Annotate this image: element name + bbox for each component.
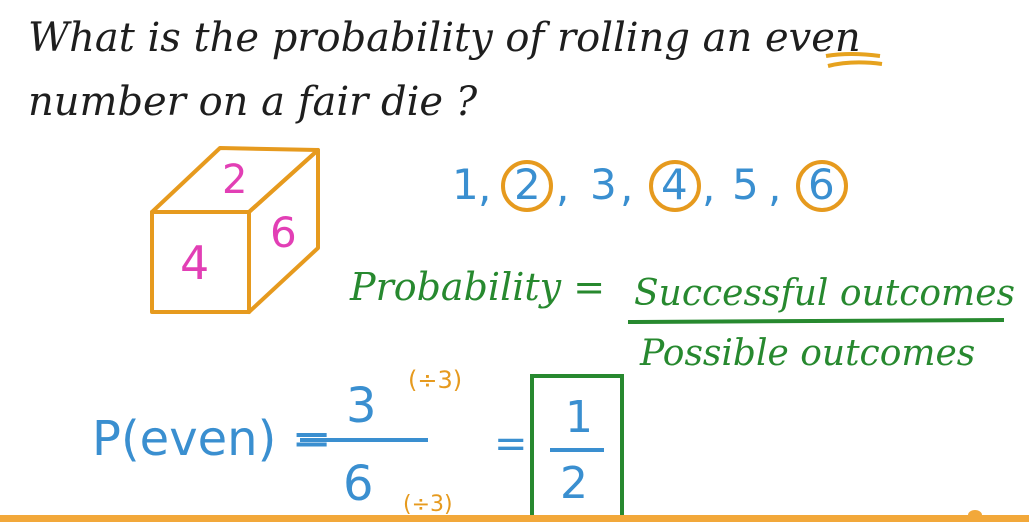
die-front-number: 4 [180,236,210,290]
die-side-face [247,148,320,314]
calc-numerator: 3 [346,378,377,434]
comma: , [702,162,716,211]
circle-6 [796,160,848,212]
calc-equals: = [494,421,528,467]
outcome-3: 3 [590,160,617,209]
outcome-4: 4 [661,160,688,209]
formula-lhs: Probability = [350,265,606,309]
formula-numerator: Successful outcomes [634,273,1015,314]
bottom-bar [0,515,1029,522]
die-cube [150,146,320,314]
die-top-number: 2 [222,157,248,203]
comma: , [478,162,492,211]
comma: , [768,162,782,211]
comma: , [620,162,634,211]
simplify-top: (÷3) [408,366,463,394]
outcome-2: 2 [514,160,541,209]
formula-denominator: Possible outcomes [640,333,976,374]
question-line-2: number on a fair die ? [28,79,478,125]
question-line-1: What is the probability of rolling an ev… [28,15,861,61]
result-denominator: 2 [560,458,588,509]
outcome-6: 6 [808,160,835,209]
result-numerator: 1 [565,392,593,443]
calc-denominator: 6 [343,456,374,512]
outcome-5: 5 [732,160,759,209]
calc-lhs: P(even) = [92,411,332,467]
comma: , [556,162,570,211]
formula-fraction-bar [627,318,1005,324]
bottom-bar-handle [968,510,982,520]
circle-4 [649,160,701,212]
simplify-bottom: (÷3) [403,492,453,517]
even-underline-1 [825,52,881,58]
result-box [530,374,624,522]
outcome-1: 1 [452,160,479,209]
even-underline-2 [827,60,883,68]
circle-2 [501,160,553,212]
die-side-number: 6 [270,208,297,257]
